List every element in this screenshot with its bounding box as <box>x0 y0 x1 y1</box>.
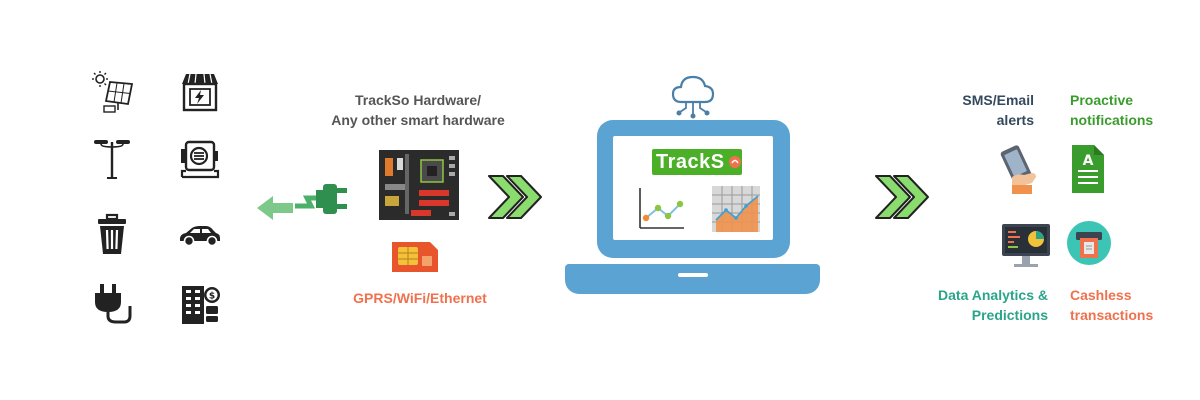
svg-text:$: $ <box>209 292 215 302</box>
cashless-transactions-label: Cashless transactions <box>1070 285 1180 325</box>
smart-meter-icon: $ <box>182 286 220 324</box>
sim-card-icon <box>392 242 438 272</box>
solar-panel-icon <box>92 71 134 113</box>
svg-text:A: A <box>1083 153 1094 169</box>
waste-bin-icon <box>98 213 126 254</box>
document-icon: A <box>1072 145 1104 193</box>
analytics-label-line1: Data Analytics & <box>938 287 1048 303</box>
circuit-board-icon <box>379 150 459 220</box>
cashless-label-line2: transactions <box>1070 307 1154 323</box>
ev-charging-station-icon <box>182 73 218 112</box>
street-light-icon <box>94 140 130 179</box>
logo-sun-icon <box>729 156 741 168</box>
cashless-payment-icon <box>1067 221 1111 265</box>
plug-icon <box>95 284 132 324</box>
connector-plug-icon <box>257 184 347 220</box>
proactive-notifications-label: Proactive notifications <box>1070 90 1190 130</box>
car-icon <box>180 226 220 247</box>
analytics-label-line2: Predictions <box>971 307 1048 323</box>
laptop <box>565 120 820 295</box>
flow-arrow-icon <box>875 175 929 219</box>
phone-in-hand-icon <box>1000 145 1036 194</box>
hardware-title-line1: TrackSo Hardware/ <box>354 92 482 108</box>
sms-label-line1: SMS/Email <box>962 92 1034 108</box>
laptop-base <box>565 264 820 294</box>
hardware-title-line2: Any other smart hardware <box>331 112 505 128</box>
connectivity-label: GPRS/WiFi/Ethernet <box>353 290 487 306</box>
tracks-logo: TrackS <box>652 149 742 175</box>
proactive-label-line1: Proactive <box>1070 92 1134 108</box>
tracks-logo-text: TrackS <box>656 151 725 173</box>
sms-label-line2: alerts <box>996 112 1034 128</box>
hardware-title: TrackSo Hardware/ Any other smart hardwa… <box>318 90 518 130</box>
cashless-label-line1: Cashless <box>1070 287 1132 303</box>
sms-email-alerts-label: SMS/Email alerts <box>930 90 1034 130</box>
generator-icon <box>180 140 220 179</box>
data-analytics-label: Data Analytics & Predictions <box>920 285 1048 325</box>
grid-chart-icon <box>712 186 760 232</box>
analytics-monitor-icon <box>1002 224 1050 267</box>
line-chart-icon <box>639 188 684 229</box>
cloud-icon <box>671 75 715 119</box>
proactive-label-line2: notifications <box>1070 112 1154 128</box>
flow-arrow-icon <box>488 175 542 219</box>
laptop-trackpad <box>678 273 708 277</box>
